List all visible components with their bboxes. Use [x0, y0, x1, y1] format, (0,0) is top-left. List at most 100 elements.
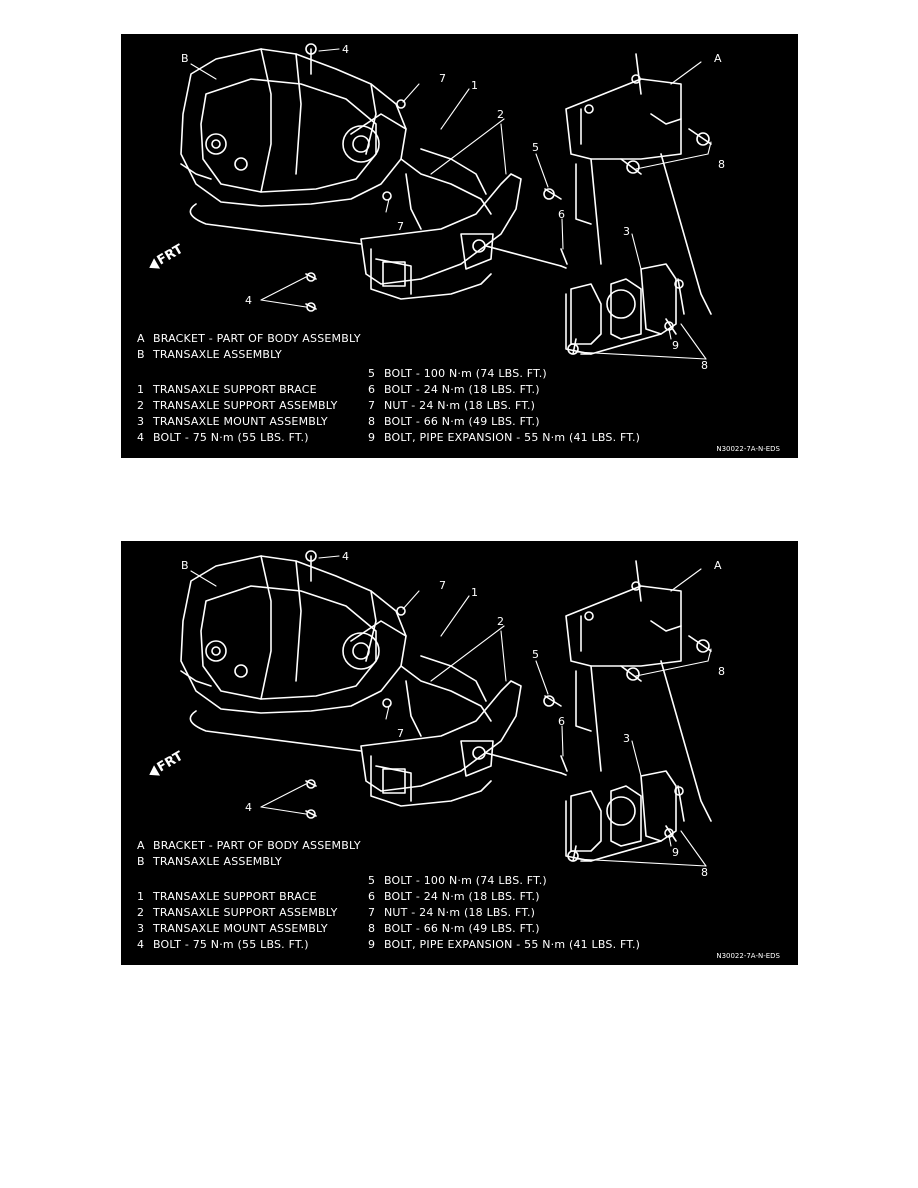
legend-item-4: 4 BOLT - 75 N·m (55 LBS. FT.) [137, 431, 309, 444]
legend-text: BOLT - 66 N·m (49 LBS. FT.) [384, 415, 540, 428]
legend-key: 5 [368, 367, 376, 380]
legend-item-4: 4 BOLT - 75 N·m (55 LBS. FT.) [137, 938, 309, 951]
legend-text: BOLT - 24 N·m (18 LBS. FT.) [384, 890, 540, 903]
callout-1: 1 [471, 79, 478, 92]
legend-text: TRANSAXLE MOUNT ASSEMBLY [153, 922, 328, 935]
legend-item-1: 1 TRANSAXLE SUPPORT BRACE [137, 890, 317, 903]
callout-a: A [714, 559, 722, 572]
callout-9: 9 [672, 339, 679, 352]
callout-6: 6 [558, 715, 565, 728]
legend-item-8: 8 BOLT - 66 N·m (49 LBS. FT.) [368, 922, 540, 935]
legend-text: TRANSAXLE SUPPORT BRACE [153, 890, 317, 903]
legend-key: A [137, 839, 145, 852]
support-assembly-drawing [360, 173, 567, 300]
legend-key: 6 [368, 383, 376, 396]
transaxle-mount-illustration: B A 1 2 3 4 4 5 6 7 7 8 8 9 [180, 550, 725, 879]
legend-key: A [137, 332, 145, 345]
legend-item-6: 6 BOLT - 24 N·m (18 LBS. FT.) [368, 383, 540, 396]
legend-text: TRANSAXLE SUPPORT ASSEMBLY [153, 906, 338, 919]
legend-item-a: A BRACKET - PART OF BODY ASSEMBLY [137, 332, 361, 345]
figure-code: N30022-7A-N-EDS [716, 445, 780, 453]
callout-7-top: 7 [439, 579, 446, 592]
legend-text: BRACKET - PART OF BODY ASSEMBLY [153, 839, 361, 852]
legend-key: 6 [368, 890, 376, 903]
transaxle-assembly-drawing [180, 48, 407, 245]
callout-4-top: 4 [342, 43, 349, 56]
legend-item-7: 7 NUT - 24 N·m (18 LBS. FT.) [368, 906, 535, 919]
legend-key: 3 [137, 415, 145, 428]
bracket-drawing [565, 560, 712, 822]
legend-item-5: 5 BOLT - 100 N·m (74 LBS. FT.) [368, 367, 547, 380]
legend-key: 4 [137, 938, 145, 951]
legend-text: BOLT - 66 N·m (49 LBS. FT.) [384, 922, 540, 935]
leader-lines [190, 48, 712, 360]
legend-text: TRANSAXLE SUPPORT ASSEMBLY [153, 399, 338, 412]
support-assembly-drawing [360, 680, 567, 807]
callout-5: 5 [532, 648, 539, 661]
legend-key: 9 [368, 938, 376, 951]
legend-text: NUT - 24 N·m (18 LBS. FT.) [384, 399, 536, 412]
callout-a: A [714, 52, 722, 65]
figure-code: N30022-7A-N-EDS [716, 952, 780, 960]
legend-text: TRANSAXLE ASSEMBLY [153, 855, 282, 868]
callout-b: B [181, 52, 189, 65]
legend-item-7: 7 NUT - 24 N·m (18 LBS. FT.) [368, 399, 535, 412]
legend-text: BRACKET - PART OF BODY ASSEMBLY [153, 332, 361, 345]
legend-item-9: 9 BOLT, PIPE EXPANSION - 55 N·m (41 LBS. … [368, 938, 640, 951]
legend-key: 8 [368, 415, 376, 428]
transaxle-mount-illustration: B A 1 2 3 4 4 5 6 7 7 8 8 9 [180, 43, 725, 372]
mount-assembly-drawing [565, 770, 677, 862]
bolt-drawings [305, 43, 712, 355]
callout-2: 2 [497, 615, 504, 628]
legend-key: 8 [368, 922, 376, 935]
legend-text: BOLT, PIPE EXPANSION - 55 N·m (41 LBS. F… [384, 431, 641, 444]
legend-item-8: 8 BOLT - 66 N·m (49 LBS. FT.) [368, 415, 540, 428]
legend-key: 7 [368, 399, 376, 412]
callout-9: 9 [672, 846, 679, 859]
legend-key: 2 [137, 399, 145, 412]
callout-7-bottom: 7 [397, 220, 404, 233]
legend-key: B [137, 348, 145, 361]
callout-6: 6 [558, 208, 565, 221]
bolt-drawings [305, 550, 712, 862]
callout-3: 3 [623, 732, 630, 745]
legend-item-a: A BRACKET - PART OF BODY ASSEMBLY [137, 839, 361, 852]
legend-text: BOLT - 100 N·m (74 LBS. FT.) [384, 367, 547, 380]
callout-3: 3 [623, 225, 630, 238]
callout-4-bottom: 4 [245, 801, 252, 814]
legend-key: 4 [137, 431, 145, 444]
legend-item-9: 9 BOLT, PIPE EXPANSION - 55 N·m (41 LBS. … [368, 431, 640, 444]
legend-key: 9 [368, 431, 376, 444]
legend-key: 5 [368, 874, 376, 887]
legend-item-5: 5 BOLT - 100 N·m (74 LBS. FT.) [368, 874, 547, 887]
legend-item-3: 3 TRANSAXLE MOUNT ASSEMBLY [137, 922, 328, 935]
callout-8-bottom: 8 [701, 866, 708, 879]
legend-text: BOLT, PIPE EXPANSION - 55 N·m (41 LBS. F… [384, 938, 641, 951]
legend-text: TRANSAXLE ASSEMBLY [153, 348, 282, 361]
bracket-drawing [565, 53, 712, 315]
callout-4-bottom: 4 [245, 294, 252, 307]
mount-assembly-drawing [565, 263, 677, 355]
transaxle-assembly-drawing [180, 555, 407, 752]
legend-key: 3 [137, 922, 145, 935]
legend-item-6: 6 BOLT - 24 N·m (18 LBS. FT.) [368, 890, 540, 903]
callout-7-bottom: 7 [397, 727, 404, 740]
leader-lines [190, 555, 712, 867]
callout-5: 5 [532, 141, 539, 154]
legend-text: BOLT - 24 N·m (18 LBS. FT.) [384, 383, 540, 396]
legend-text: TRANSAXLE MOUNT ASSEMBLY [153, 415, 328, 428]
support-brace-drawing [400, 148, 492, 230]
legend-text: BOLT - 75 N·m (55 LBS. FT.) [153, 431, 309, 444]
callout-8-top: 8 [718, 665, 725, 678]
legend-item-2: 2 TRANSAXLE SUPPORT ASSEMBLY [137, 399, 338, 412]
legend-text: NUT - 24 N·m (18 LBS. FT.) [384, 906, 536, 919]
legend-key: 1 [137, 890, 145, 903]
legend-text: BOLT - 75 N·m (55 LBS. FT.) [153, 938, 309, 951]
legend-key: 7 [368, 906, 376, 919]
legend-key: B [137, 855, 145, 868]
legend-text: BOLT - 100 N·m (74 LBS. FT.) [384, 874, 547, 887]
callout-b: B [181, 559, 189, 572]
